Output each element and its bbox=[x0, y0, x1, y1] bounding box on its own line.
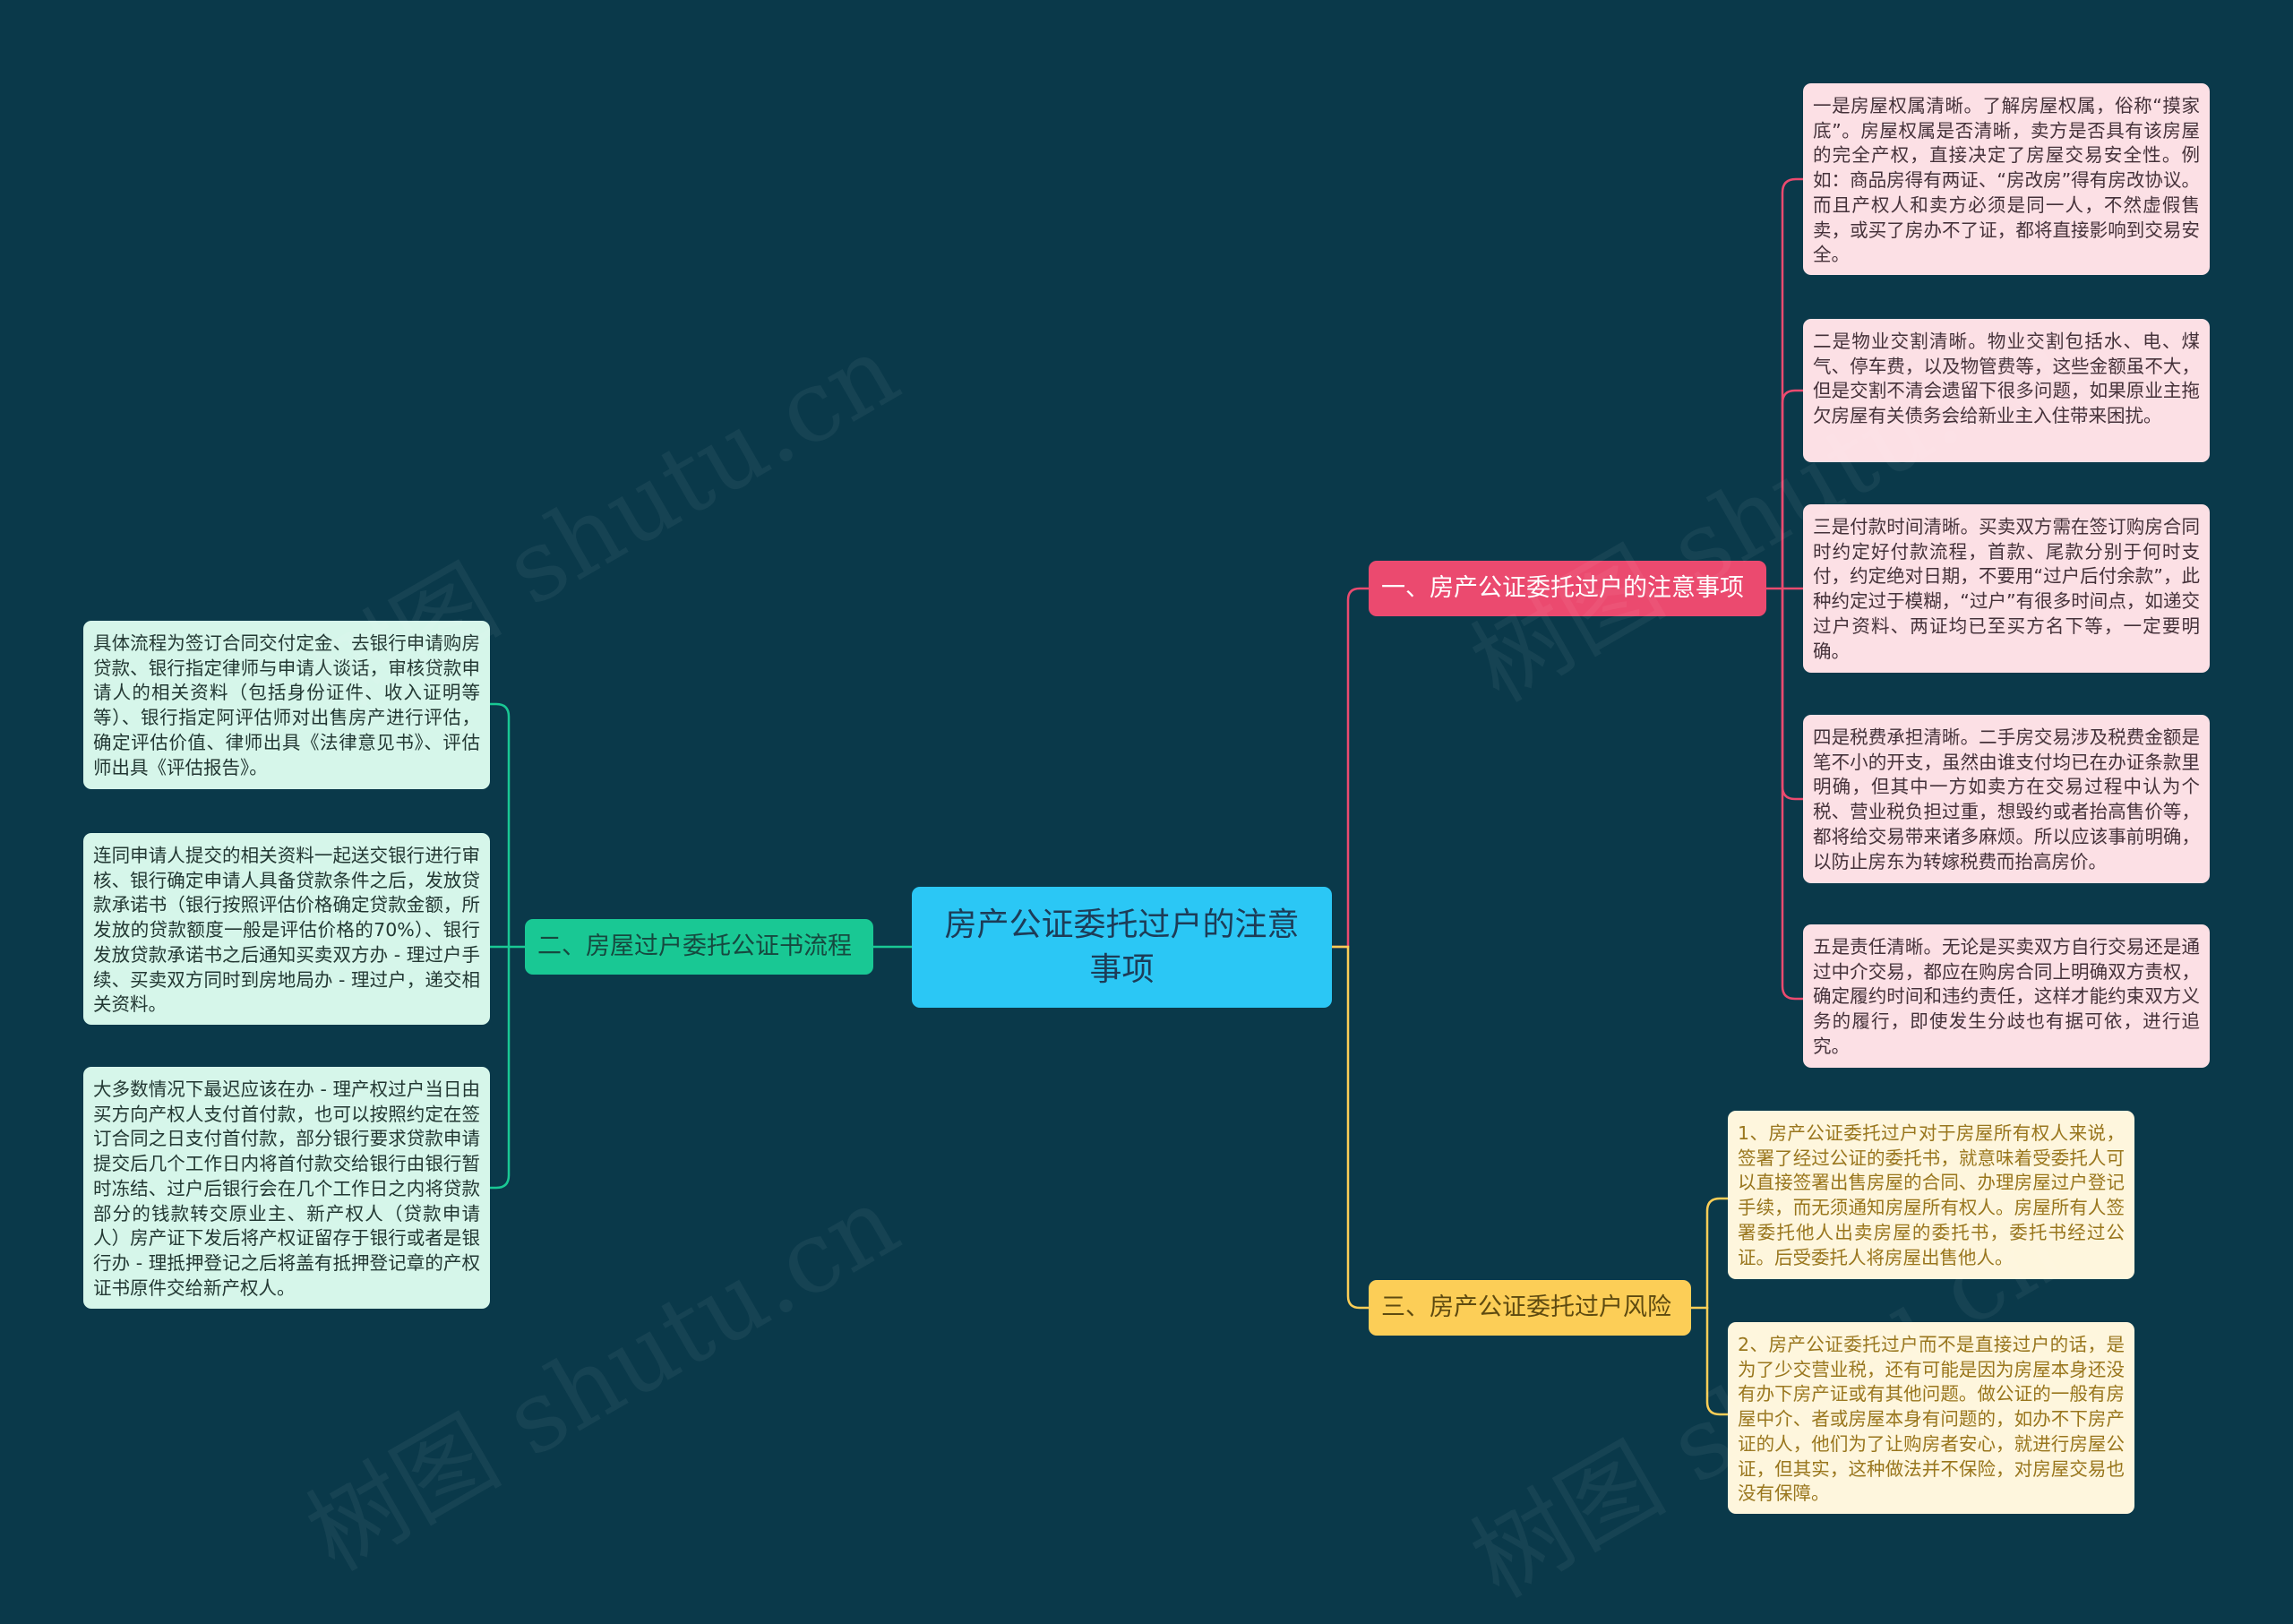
branch-3-label: 三、房产公证委托过户风险 bbox=[1381, 1293, 1671, 1321]
leaf-text: 三是付款时间清晰。买卖双方需在签订购房合同时约定好付款流程，首款、尾款分别于何时… bbox=[1813, 516, 2200, 662]
connector-branch-1-leaf-4 bbox=[1781, 587, 1805, 801]
branch-1-topic[interactable]: 一、房产公证委托过户的注意事项 bbox=[1369, 561, 1766, 616]
leaf-text: 具体流程为签订合同交付定金、去银行申请购房贷款、银行指定律师与申请人谈话，审核贷… bbox=[93, 632, 480, 778]
branch-2-topic[interactable]: 二、房屋过户委托公证书流程 bbox=[525, 919, 873, 975]
branch-1-leaf-3[interactable]: 三是付款时间清晰。买卖双方需在签订购房合同时约定好付款流程，首款、尾款分别于何时… bbox=[1803, 504, 2210, 673]
leaf-text: 一是房屋权属清晰。了解房屋权属，俗称“摸家底”。房屋权属是否清晰，卖方是否具有该… bbox=[1813, 95, 2200, 266]
branch-1-label: 一、房产公证委托过户的注意事项 bbox=[1381, 574, 1744, 602]
branch-1-leaf-1[interactable]: 一是房屋权属清晰。了解房屋权属，俗称“摸家底”。房屋权属是否清晰，卖方是否具有该… bbox=[1803, 83, 2210, 275]
branch-3-leaf-2[interactable]: 2、房产公证委托过户而不是直接过户的话，是为了少交营业税，还有可能是因为房屋本身… bbox=[1728, 1322, 2134, 1514]
branch-1-leaf-2[interactable]: 二是物业交割清晰。物业交割包括水、电、煤气、停车费，以及物管费等，这些金额虽不大… bbox=[1803, 319, 2210, 462]
leaf-text: 大多数情况下最迟应该在办 - 理产权过户当日由买方向产权人支付首付款，也可以按照… bbox=[93, 1078, 480, 1299]
branch-1-leaf-4[interactable]: 四是税费承担清晰。二手房交易涉及税费金额是笔不小的开支，虽然由谁支付均已在办证条… bbox=[1803, 715, 2210, 883]
leaf-text: 二是物业交割清晰。物业交割包括水、电、煤气、停车费，以及物管费等，这些金额虽不大… bbox=[1813, 331, 2200, 427]
leaf-text: 五是责任清晰。无论是买卖双方自行交易还是通过中介交易，都应在购房合同上明确双方责… bbox=[1813, 936, 2200, 1057]
connector-branch-3-leaf-1 bbox=[1705, 1197, 1730, 1310]
root-topic[interactable]: 房产公证委托过户的注意事项 bbox=[912, 887, 1332, 1008]
connector-branch-1-leaf-2 bbox=[1781, 389, 1805, 590]
leaf-text: 连同申请人提交的相关资料一起送交银行进行审核、银行确定申请人具备贷款条件之后，发… bbox=[93, 845, 480, 1016]
connector-root-branch-3 bbox=[1330, 945, 1370, 1310]
root-topic-label: 房产公证委托过户的注意事项 bbox=[944, 906, 1300, 988]
branch-2-label: 二、房屋过户委托公证书流程 bbox=[537, 932, 852, 960]
connector-branch-3-leaf-2 bbox=[1705, 1306, 1730, 1416]
branch-2-leaf-3[interactable]: 大多数情况下最迟应该在办 - 理产权过户当日由买方向产权人支付首付款，也可以按照… bbox=[83, 1067, 490, 1309]
connector-branch-1-leaf-5 bbox=[1781, 587, 1805, 1001]
connector-root-branch-1 bbox=[1330, 587, 1370, 949]
connector-branch-1-leaf-1 bbox=[1781, 177, 1805, 590]
branch-3-leaf-1[interactable]: 1、房产公证委托过户对于房屋所有权人来说，签署了经过公证的委托书，就意味着受委托… bbox=[1728, 1111, 2134, 1279]
branch-1-leaf-5[interactable]: 五是责任清晰。无论是买卖双方自行交易还是通过中介交易，都应在购房合同上明确双方责… bbox=[1803, 924, 2210, 1068]
leaf-text: 1、房产公证委托过户对于房屋所有权人来说，签署了经过公证的委托书，就意味着受委托… bbox=[1738, 1122, 2125, 1268]
leaf-text: 2、房产公证委托过户而不是直接过户的话，是为了少交营业税，还有可能是因为房屋本身… bbox=[1738, 1334, 2125, 1505]
branch-3-topic[interactable]: 三、房产公证委托过户风险 bbox=[1369, 1280, 1691, 1336]
connector-branch-2-leaf-1 bbox=[488, 702, 511, 949]
branch-2-leaf-1[interactable]: 具体流程为签订合同交付定金、去银行申请购房贷款、银行指定律师与申请人谈话，审核贷… bbox=[83, 621, 490, 789]
leaf-text: 四是税费承担清晰。二手房交易涉及税费金额是笔不小的开支，虽然由谁支付均已在办证条… bbox=[1813, 726, 2200, 872]
connector-branch-2-leaf-3 bbox=[488, 945, 511, 1190]
branch-2-leaf-2[interactable]: 连同申请人提交的相关资料一起送交银行进行审核、银行确定申请人具备贷款条件之后，发… bbox=[83, 833, 490, 1025]
